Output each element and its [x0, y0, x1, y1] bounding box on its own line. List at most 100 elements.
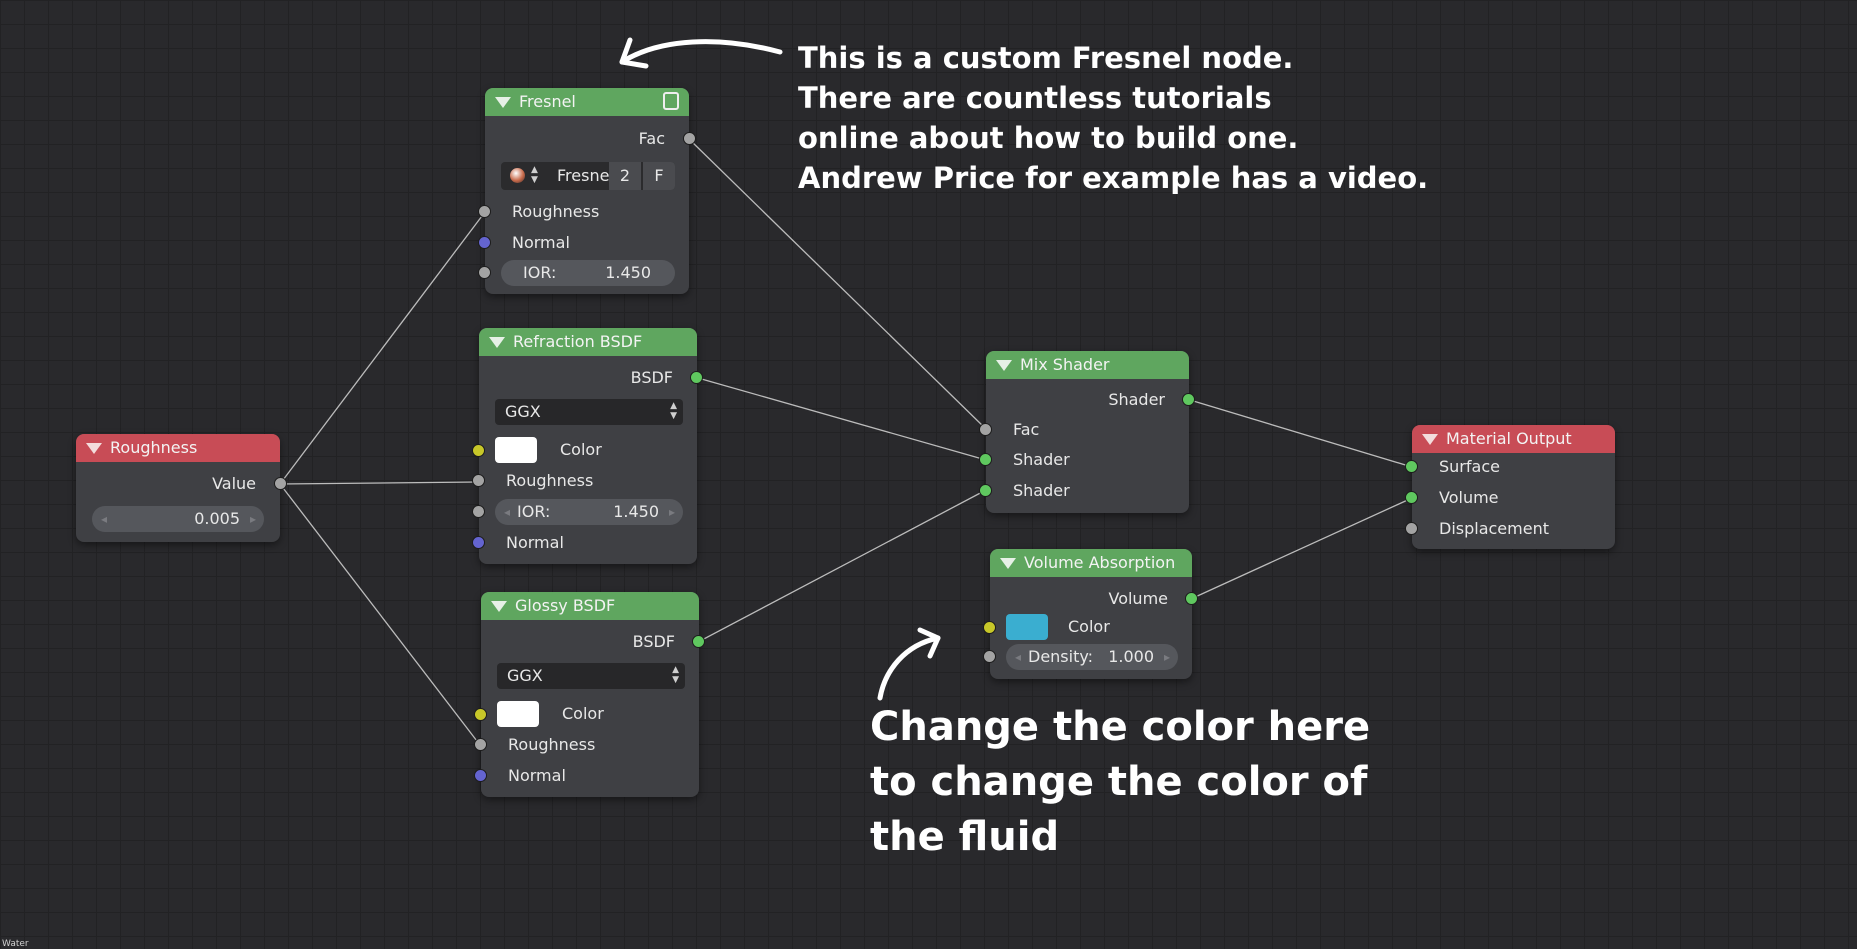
refraction-color-label: Color: [560, 440, 602, 459]
fresnel-annotation-line: online about how to build one.: [798, 121, 1299, 155]
collapse-triangle-icon[interactable]: [86, 443, 102, 454]
node-group-name[interactable]: Fresne: [557, 166, 610, 185]
updown-arrows-icon: ▲▼: [672, 665, 679, 685]
increment-arrow-icon[interactable]: ▸: [249, 512, 256, 526]
collapse-triangle-icon[interactable]: [491, 601, 507, 612]
displacement-input-socket[interactable]: [1405, 522, 1418, 535]
glossy-distribution-dropdown[interactable]: GGX ▲▼: [497, 663, 685, 689]
density-value: 1.000: [1108, 647, 1154, 666]
mix-shader1-label: Shader: [1013, 450, 1070, 469]
arrow-to-fresnel: [619, 39, 783, 65]
mix-fac-label: Fac: [1013, 420, 1040, 439]
volume-absorption-node[interactable]: Volume Absorption Volume Color ◂ Density…: [983, 549, 1198, 679]
material-output-title: Material Output: [1446, 429, 1572, 448]
absorption-color-swatch[interactable]: [1006, 614, 1048, 640]
glossy-roughness-label: Roughness: [508, 735, 596, 754]
mix-shader2-socket[interactable]: [979, 484, 992, 497]
roughness-value-field[interactable]: ◂ 0.005 ▸: [92, 506, 264, 532]
fresnel-normal-socket[interactable]: [478, 236, 491, 249]
collapse-triangle-icon[interactable]: [1000, 558, 1016, 569]
updown-arrows-icon[interactable]: ▲▼: [531, 165, 538, 185]
color-annotation-line: the fluid: [870, 814, 1060, 860]
fresnel-ior-label: IOR:: [523, 263, 557, 282]
collapse-triangle-icon[interactable]: [1422, 434, 1438, 445]
mix-shader-output-label: Shader: [1108, 390, 1165, 409]
increment-arrow-icon[interactable]: ▸: [1163, 650, 1170, 664]
fresnel-node[interactable]: Fresnel Fac ▲▼ Fresne 2 F Roughness Norm…: [478, 88, 696, 294]
link-mix-to-surface: [1189, 399, 1413, 468]
refraction-roughness-socket[interactable]: [472, 474, 485, 487]
surface-input-socket[interactable]: [1405, 460, 1418, 473]
mix-shader-node[interactable]: Mix Shader Shader Fac Shader Shader: [979, 351, 1195, 513]
fresnel-ior-field[interactable]: IOR: 1.450: [501, 260, 675, 286]
glossy-color-socket[interactable]: [474, 708, 487, 721]
volume-input-socket[interactable]: [1405, 491, 1418, 504]
refraction-distribution-dropdown[interactable]: GGX ▲▼: [495, 399, 683, 425]
refraction-bsdf-output-socket[interactable]: [690, 371, 703, 384]
material-sphere-icon: [510, 168, 525, 183]
node-group-selector[interactable]: ▲▼ Fresne 2 F: [501, 162, 675, 190]
fresnel-roughness-socket[interactable]: [478, 205, 491, 218]
refraction-normal-label: Normal: [506, 533, 564, 552]
increment-arrow-icon[interactable]: ▸: [668, 505, 675, 519]
node-group-users-count[interactable]: 2: [609, 162, 641, 190]
refraction-normal-socket[interactable]: [472, 536, 485, 549]
density-field[interactable]: ◂ Density: 1.000 ▸: [1006, 644, 1178, 670]
glossy-bsdf-output-socket[interactable]: [692, 635, 705, 648]
decrement-arrow-icon[interactable]: ◂: [101, 512, 108, 526]
displacement-input-label: Displacement: [1439, 519, 1549, 538]
mix-shader-header[interactable]: Mix Shader: [986, 351, 1189, 379]
roughness-value-header[interactable]: Roughness: [76, 434, 280, 462]
refraction-ior-value: 1.450: [613, 502, 659, 521]
fresnel-fac-output-socket[interactable]: [683, 132, 696, 145]
fresnel-header[interactable]: Fresnel: [485, 88, 689, 116]
mix-shader1-socket[interactable]: [979, 453, 992, 466]
collapse-triangle-icon[interactable]: [996, 360, 1012, 371]
roughness-value-title: Roughness: [110, 438, 198, 457]
mix-shader2-label: Shader: [1013, 481, 1070, 500]
mix-shader-output-socket[interactable]: [1182, 393, 1195, 406]
fresnel-annotation: This is a custom Fresnel node. There are…: [798, 38, 1428, 198]
refraction-color-swatch[interactable]: [495, 437, 537, 463]
glossy-header[interactable]: Glossy BSDF: [481, 592, 699, 620]
refraction-bsdf-node[interactable]: Refraction BSDF BSDF GGX ▲▼ Color Roughn…: [472, 328, 703, 564]
value-output-socket[interactable]: [274, 477, 287, 490]
color-annotation-line: Change the color here: [870, 704, 1371, 750]
glossy-bsdf-node[interactable]: Glossy BSDF BSDF GGX ▲▼ Color Roughness …: [474, 592, 705, 797]
glossy-normal-socket[interactable]: [474, 769, 487, 782]
refraction-color-socket[interactable]: [472, 444, 485, 457]
decrement-arrow-icon[interactable]: ◂: [504, 505, 511, 519]
material-output-header[interactable]: Material Output: [1412, 425, 1615, 453]
volume-absorption-header[interactable]: Volume Absorption: [990, 549, 1192, 577]
glossy-distribution-value: GGX: [507, 666, 543, 685]
glossy-color-swatch[interactable]: [497, 701, 539, 727]
refraction-ior-field[interactable]: ◂ IOR: 1.450 ▸: [495, 499, 683, 525]
refraction-header[interactable]: Refraction BSDF: [479, 328, 697, 356]
collapse-triangle-icon[interactable]: [495, 97, 511, 108]
roughness-value-node[interactable]: Roughness Value ◂ 0.005 ▸: [76, 434, 287, 542]
glossy-normal-label: Normal: [508, 766, 566, 785]
volume-output-socket[interactable]: [1185, 592, 1198, 605]
refraction-distribution-value: GGX: [505, 402, 541, 421]
mix-fac-socket[interactable]: [979, 423, 992, 436]
fake-user-toggle[interactable]: F: [643, 162, 675, 190]
refraction-ior-socket[interactable]: [472, 505, 485, 518]
fresnel-ior-socket[interactable]: [478, 266, 491, 279]
glossy-title: Glossy BSDF: [515, 596, 616, 615]
collapse-triangle-icon[interactable]: [489, 337, 505, 348]
density-socket[interactable]: [983, 650, 996, 663]
link-refraction-to-mix-shader1: [697, 377, 987, 461]
link-glossy-to-mix-shader2: [699, 489, 987, 642]
fresnel-normal-label: Normal: [512, 233, 570, 252]
glossy-roughness-socket[interactable]: [474, 738, 487, 751]
refraction-title: Refraction BSDF: [513, 332, 643, 351]
absorption-color-socket[interactable]: [983, 621, 996, 634]
material-output-node[interactable]: Material Output Surface Volume Displacem…: [1405, 425, 1615, 549]
node-group-icon[interactable]: [663, 92, 679, 110]
updown-arrows-icon: ▲▼: [670, 401, 677, 421]
decrement-arrow-icon[interactable]: ◂: [1015, 650, 1022, 664]
mix-shader-title: Mix Shader: [1020, 355, 1110, 374]
volume-absorption-title: Volume Absorption: [1024, 553, 1176, 572]
volume-output-label: Volume: [1108, 589, 1168, 608]
